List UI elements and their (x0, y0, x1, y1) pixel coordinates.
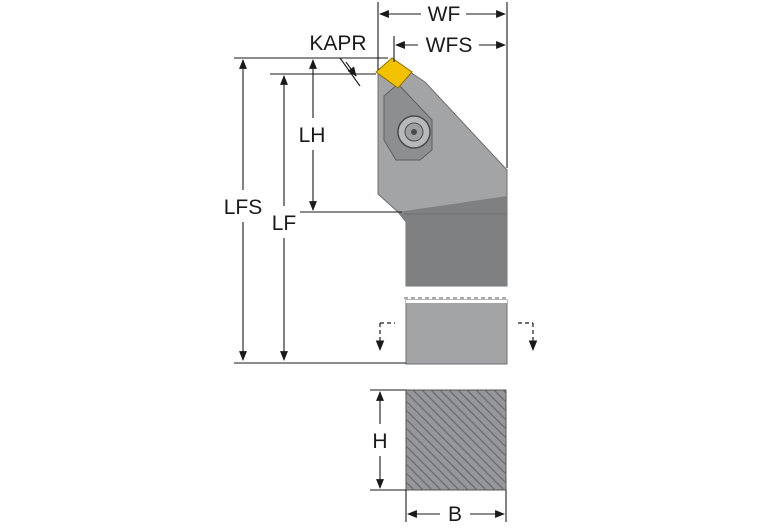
label-b: B (448, 503, 462, 523)
hatch-line (406, 454, 442, 490)
hatch-line (466, 390, 506, 430)
label-wf: WF (428, 3, 461, 26)
hatch-line (484, 390, 506, 412)
hatch-line (406, 463, 433, 490)
hatch-line (421, 390, 506, 475)
hatch-line (406, 481, 415, 490)
insert (375, 57, 413, 89)
hatch-line (406, 391, 505, 490)
label-lh: LH (299, 124, 326, 147)
hatch-line (448, 390, 506, 448)
label-wfs: WFS (426, 34, 473, 57)
hatch-line (412, 390, 506, 484)
hatch-line (406, 427, 469, 490)
section-cut-marker (375, 322, 538, 352)
hatch-line (430, 390, 506, 466)
hatch-line (475, 390, 506, 421)
hatch-line (406, 472, 424, 490)
hatch-line (457, 390, 506, 439)
hatch-line (305, 390, 405, 490)
hatch-line (512, 390, 612, 490)
hatch-line (406, 400, 496, 490)
hatch-line (439, 390, 506, 457)
hatch-line (406, 445, 451, 490)
label-h: H (372, 430, 387, 453)
hatch-line (406, 436, 460, 490)
label-lf: LF (272, 212, 297, 235)
hatch-line (502, 390, 506, 394)
label-kapr: KAPR (309, 32, 366, 55)
dimension-lines (234, 2, 508, 522)
hatch-line (406, 418, 478, 490)
label-lfs: LFS (224, 196, 263, 219)
clamp-screw (383, 83, 433, 161)
shank-cross-section (305, 389, 612, 491)
hatch-line (493, 390, 506, 403)
hatch-line (406, 409, 487, 490)
shank-lower (405, 299, 508, 365)
